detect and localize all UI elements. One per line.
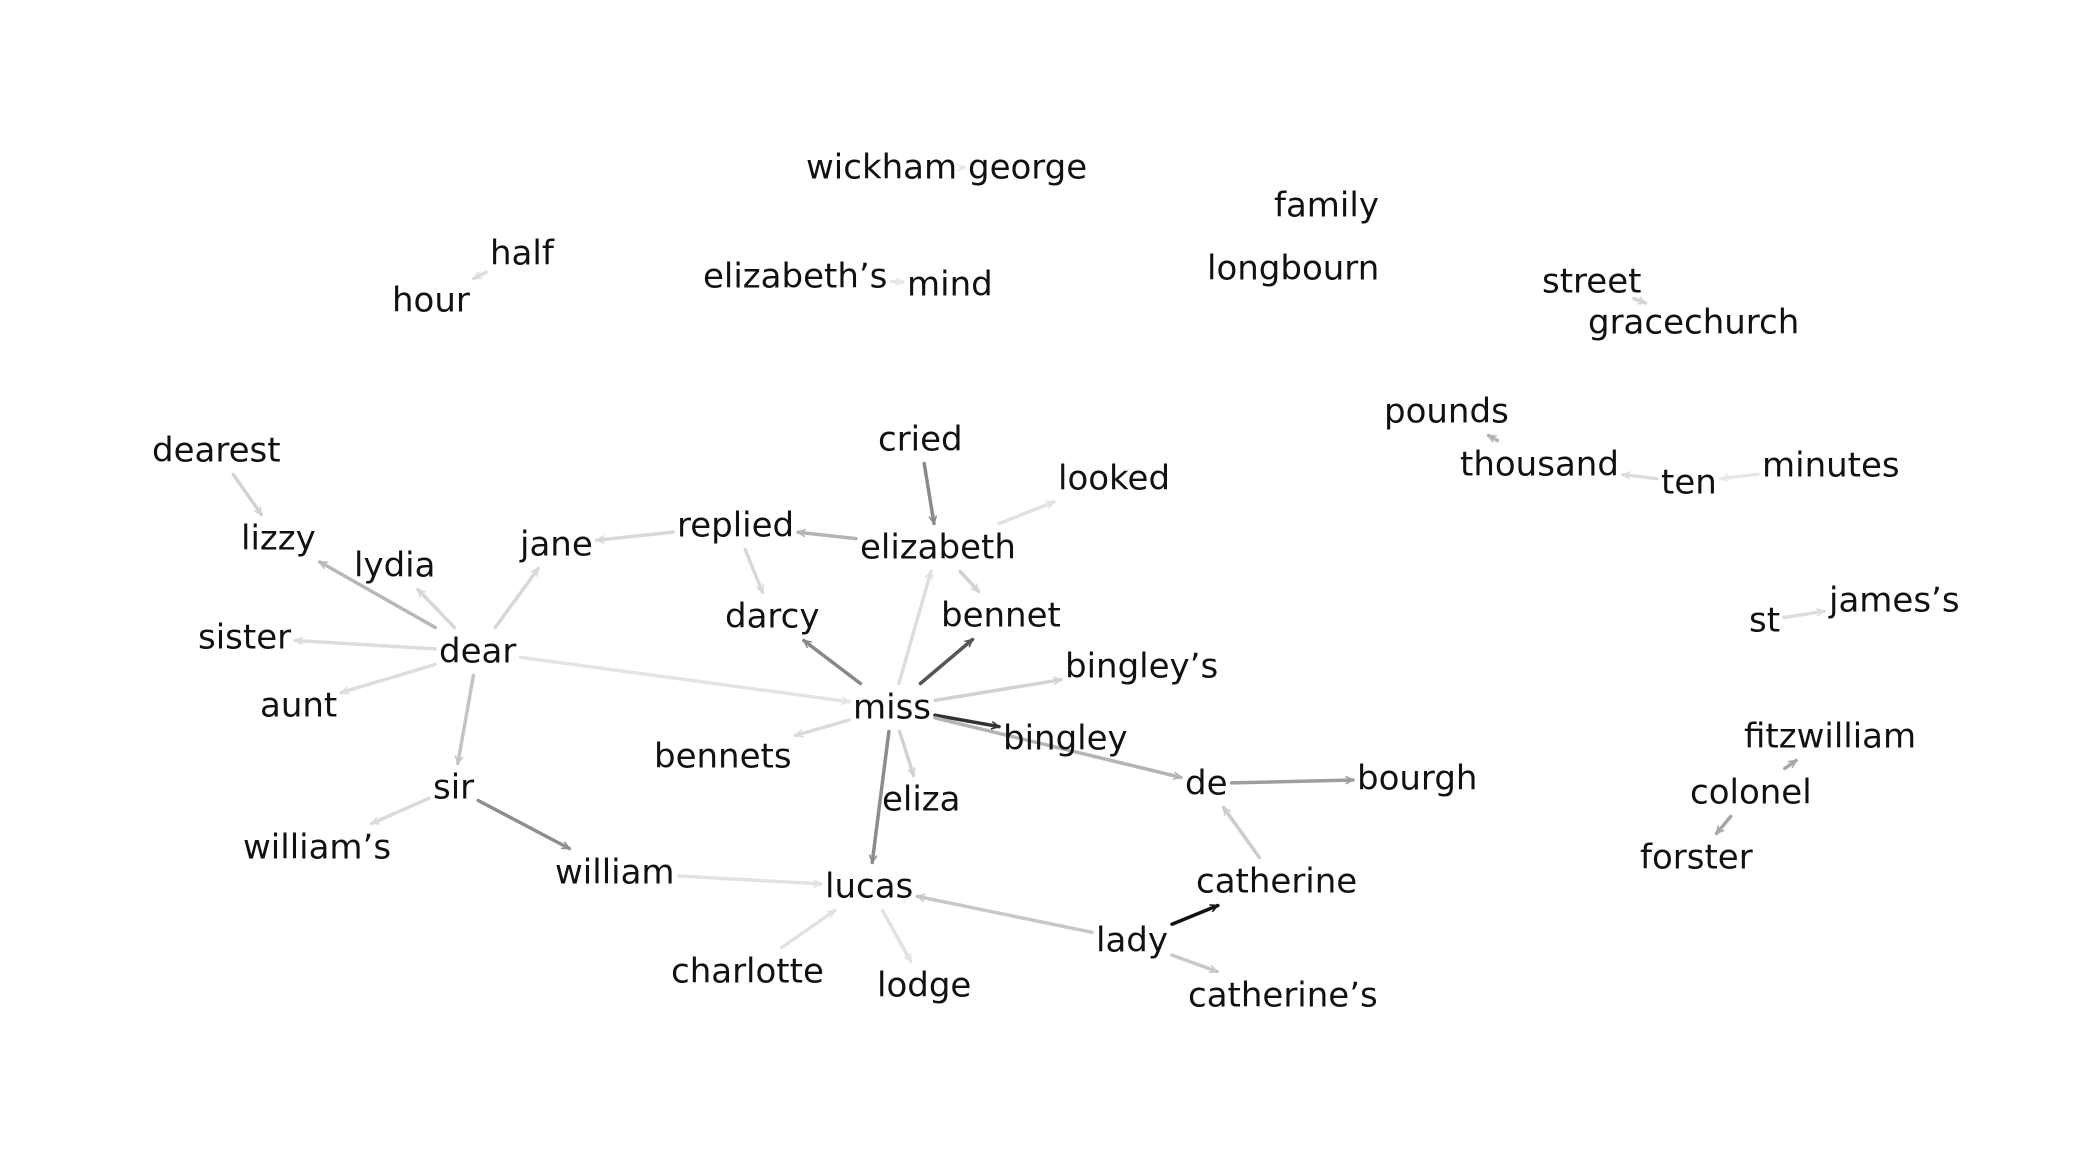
node-sister: sister	[198, 618, 291, 658]
edge-minutes-to-ten	[1719, 472, 1760, 479]
edge-dear-to-lydia	[416, 587, 457, 630]
node-longbourn: longbourn	[1207, 249, 1379, 289]
edge-miss-to-darcy	[802, 638, 863, 686]
node-fitzwilliam: fitzwilliam	[1744, 717, 1916, 757]
edge-cried-to-elizabeth	[922, 461, 934, 526]
node-bingley: bingley	[1003, 719, 1128, 759]
edge-elizabeth-to-bennet	[958, 569, 981, 594]
node-lizzy: lizzy	[241, 519, 316, 559]
node-lydia: lydia	[354, 546, 435, 586]
edge-miss-to-de	[933, 716, 1183, 778]
edge-dear-to-miss	[518, 655, 851, 701]
edge-dear-to-lizzy	[317, 560, 438, 630]
node-elizabeths: elizabeth’s	[703, 257, 887, 297]
edge-lady-to-catherine	[1170, 903, 1220, 926]
node-street: street	[1542, 262, 1641, 302]
node-looked: looked	[1058, 459, 1170, 499]
edge-miss-to-bennets	[793, 718, 851, 735]
node-half: half	[490, 234, 555, 274]
edge-charlotte-to-lucas	[780, 908, 837, 950]
node-williams: william’s	[243, 828, 391, 868]
edge-miss-to-elizabeth	[897, 569, 931, 686]
edge-miss-to-lucas	[872, 729, 891, 865]
node-james: james’s	[1828, 581, 1960, 621]
edge-st-to-james	[1782, 611, 1826, 620]
edge-half-to-hour	[472, 270, 488, 281]
node-ten: ten	[1661, 463, 1717, 503]
node-hour: hour	[392, 281, 470, 321]
node-william: william	[555, 853, 675, 893]
edge-dear-to-sir	[458, 673, 476, 766]
edge-dearest-to-lizzy	[231, 472, 264, 517]
node-st: st	[1749, 601, 1780, 641]
node-eliza: eliza	[882, 780, 961, 820]
edge-dear-to-jane	[493, 566, 541, 630]
node-pounds: pounds	[1384, 392, 1509, 432]
edge-dear-to-sister	[293, 641, 437, 651]
node-mind: mind	[907, 265, 993, 305]
edge-lady-to-catherines	[1170, 953, 1219, 974]
node-aunt: aunt	[260, 686, 337, 726]
edge-catherine-to-de	[1221, 805, 1262, 860]
edge-thousand-to-pounds	[1486, 433, 1500, 441]
node-lodge: lodge	[877, 966, 971, 1006]
node-catherine: catherine	[1196, 862, 1357, 902]
edge-gracechurch-to-street	[1632, 299, 1648, 305]
node-sir: sir	[433, 768, 474, 808]
node-catherines: catherine’s	[1188, 976, 1378, 1016]
node-family: family	[1274, 186, 1379, 226]
node-replied: replied	[677, 506, 794, 546]
node-jane: jane	[519, 525, 593, 565]
node-elizabeth: elizabeth	[860, 528, 1016, 568]
edge-lady-to-lucas	[915, 896, 1094, 935]
edge-elizabeth-to-replied	[796, 532, 858, 541]
edge-sir-to-williams	[369, 796, 431, 826]
node-darcy: darcy	[725, 597, 819, 637]
node-de: de	[1185, 764, 1228, 804]
node-wickham: wickham	[806, 148, 957, 188]
edge-sir-to-william	[476, 798, 572, 851]
edge-colonel-to-forster	[1714, 814, 1733, 836]
node-bingleys: bingley’s	[1065, 647, 1218, 687]
node-miss: miss	[853, 688, 931, 728]
node-dearest: dearest	[152, 431, 281, 471]
node-bennets: bennets	[654, 737, 792, 777]
node-minutes: minutes	[1762, 446, 1900, 486]
edge-layer	[231, 168, 1826, 974]
node-charlotte: charlotte	[671, 952, 824, 992]
node-lucas: lucas	[825, 867, 913, 907]
edge-dear-to-aunt	[339, 662, 437, 692]
node-thousand: thousand	[1460, 445, 1619, 485]
edge-elizabeths-to-mind	[889, 282, 905, 283]
node-george: george	[968, 148, 1087, 188]
node-bourgh: bourgh	[1357, 759, 1477, 799]
edge-ten-to-thousand	[1621, 475, 1659, 481]
edge-colonel-to-fitzwilliam	[1783, 758, 1798, 771]
node-dear: dear	[439, 632, 516, 672]
edge-miss-to-bingley	[933, 713, 1001, 726]
edge-replied-to-darcy	[743, 547, 765, 595]
edge-miss-to-eliza	[897, 729, 914, 778]
node-lady: lady	[1096, 921, 1168, 961]
edge-de-to-bourgh	[1229, 780, 1355, 785]
node-forster: forster	[1640, 838, 1753, 878]
edge-replied-to-jane	[595, 530, 675, 540]
node-bennet: bennet	[941, 596, 1061, 636]
edge-elizabeth-to-looked	[997, 500, 1056, 526]
node-cried: cried	[878, 420, 963, 460]
edge-lucas-to-lodge	[880, 908, 913, 964]
edge-miss-to-bingleys	[933, 680, 1063, 703]
edge-miss-to-bennet	[918, 637, 975, 686]
node-gracechurch: gracechurch	[1588, 303, 1799, 343]
node-colonel: colonel	[1690, 773, 1812, 813]
label-layer: wickham george family half hour elizabet…	[152, 148, 1960, 1016]
edge-william-to-lucas	[676, 874, 823, 884]
